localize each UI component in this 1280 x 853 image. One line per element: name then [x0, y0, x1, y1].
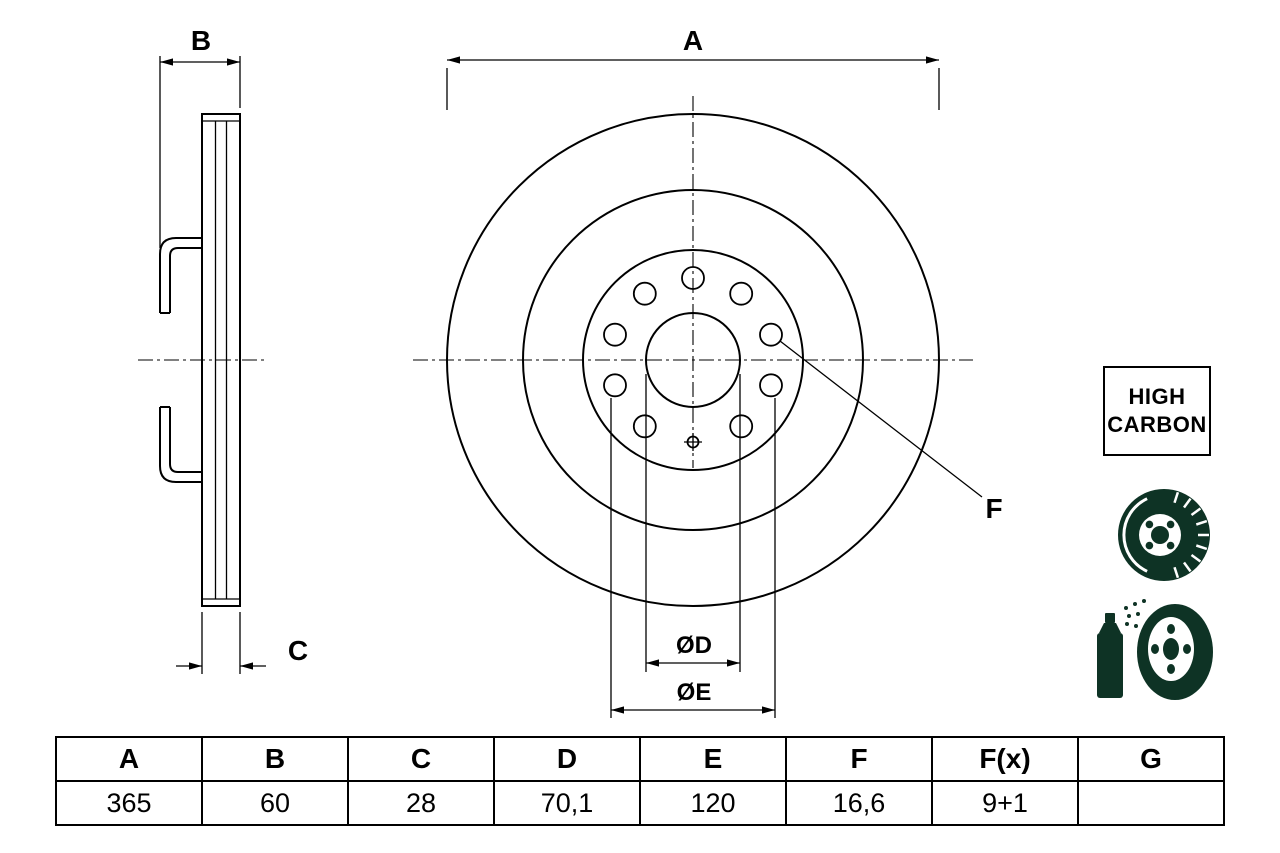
can-nozzle: [1105, 613, 1115, 623]
bolt-hole: [1145, 520, 1154, 529]
vent-slot-stripes: [1173, 491, 1209, 579]
dimension-e: [610, 398, 776, 718]
bolt-hole: [632, 414, 657, 439]
value-e: 120: [639, 780, 787, 826]
value-f: 16,6: [785, 780, 933, 826]
value-a: 365: [55, 780, 203, 826]
col-header-d: D: [493, 736, 641, 782]
can-body: [1097, 633, 1123, 698]
value-b: 60: [201, 780, 349, 826]
col-header-c: C: [347, 736, 495, 782]
bolt-hole: [759, 373, 783, 398]
leader-f-line: [779, 340, 983, 498]
table-value-row: 365 60 28 70,1 120 16,6 9+1: [55, 780, 1225, 826]
front-view: [413, 96, 973, 607]
bolt-hole: [759, 322, 783, 347]
col-header-g: G: [1077, 736, 1225, 782]
vented-disc-icon-art: [1118, 489, 1210, 581]
hat-outer-profile: [159, 237, 202, 483]
can-shoulder: [1099, 623, 1121, 633]
high-carbon-line2: CARBON: [1107, 412, 1207, 437]
leader-f: [779, 340, 983, 498]
dim-c-extension-lines: [201, 612, 241, 674]
col-header-e: E: [639, 736, 787, 782]
dim-d-extension-lines: [645, 374, 741, 672]
dim-label-e: ØE: [677, 679, 712, 706]
od-chamfer-lines: [202, 120, 240, 600]
col-header-a: A: [55, 736, 203, 782]
spray-droplets: [1124, 599, 1146, 628]
spray-can-icon: [1097, 613, 1123, 698]
spray-coating-icon-art: [1097, 599, 1213, 700]
bolt-hole: [603, 373, 627, 398]
value-fx: 9+1: [931, 780, 1079, 826]
bolt-hole: [1151, 644, 1159, 654]
dim-label-f: F: [985, 493, 1002, 524]
dim-e-extension-lines: [610, 398, 776, 718]
dimension-b: [159, 56, 241, 248]
bolt-hole: [729, 281, 754, 306]
high-carbon-badge: HIGH CARBON: [1103, 366, 1211, 456]
dim-label-a: A: [683, 25, 703, 56]
center-bore-edges: [160, 312, 170, 408]
value-g: [1077, 780, 1225, 826]
bolt-hole: [1145, 541, 1154, 550]
value-c: 28: [347, 780, 495, 826]
dimension-a: [446, 56, 940, 110]
dimension-table: A B C D E F F(x) G 365 60 28 70,1 120 16…: [55, 736, 1225, 826]
dim-label-d: ØD: [676, 632, 712, 659]
disc-rim-highlight: [1122, 497, 1148, 573]
bolt-hole: [1167, 624, 1175, 634]
cross-section-view: [138, 113, 264, 607]
bolt-hole: [1166, 541, 1175, 550]
bolt-hole: [603, 322, 627, 347]
drawing-linework: [138, 56, 983, 718]
bolt-hole: [1167, 664, 1175, 674]
dimension-c: [176, 612, 266, 674]
col-header-b: B: [201, 736, 349, 782]
bolt-hole: [632, 281, 657, 306]
col-header-fx: F(x): [931, 736, 1079, 782]
high-carbon-line1: HIGH: [1128, 383, 1186, 409]
center-bore: [1151, 526, 1169, 544]
dimension-labels: A B C ØD ØE F: [191, 25, 1003, 706]
vented-disc-icon: [1118, 489, 1210, 581]
bolt-hole: [1166, 520, 1175, 529]
col-header-f: F: [785, 736, 933, 782]
dimension-d: [645, 374, 741, 672]
dim-label-c: C: [288, 635, 308, 666]
brake-disc-technical-drawing: A B C ØD ØE F: [138, 25, 1003, 718]
dim-b-extension-lines: [159, 56, 241, 248]
spray-coating-icon: [1097, 599, 1213, 700]
bolt-hole: [729, 414, 754, 439]
dim-a-extension-lines: [446, 68, 940, 110]
bolt-hole: [1183, 644, 1191, 654]
center-bore: [1163, 638, 1179, 660]
dim-label-b: B: [191, 25, 211, 56]
value-d: 70,1: [493, 780, 641, 826]
hat-inner-profile: [169, 247, 202, 473]
coated-disc-icon: [1137, 604, 1213, 700]
table-header-row: A B C D E F F(x) G: [55, 736, 1225, 782]
